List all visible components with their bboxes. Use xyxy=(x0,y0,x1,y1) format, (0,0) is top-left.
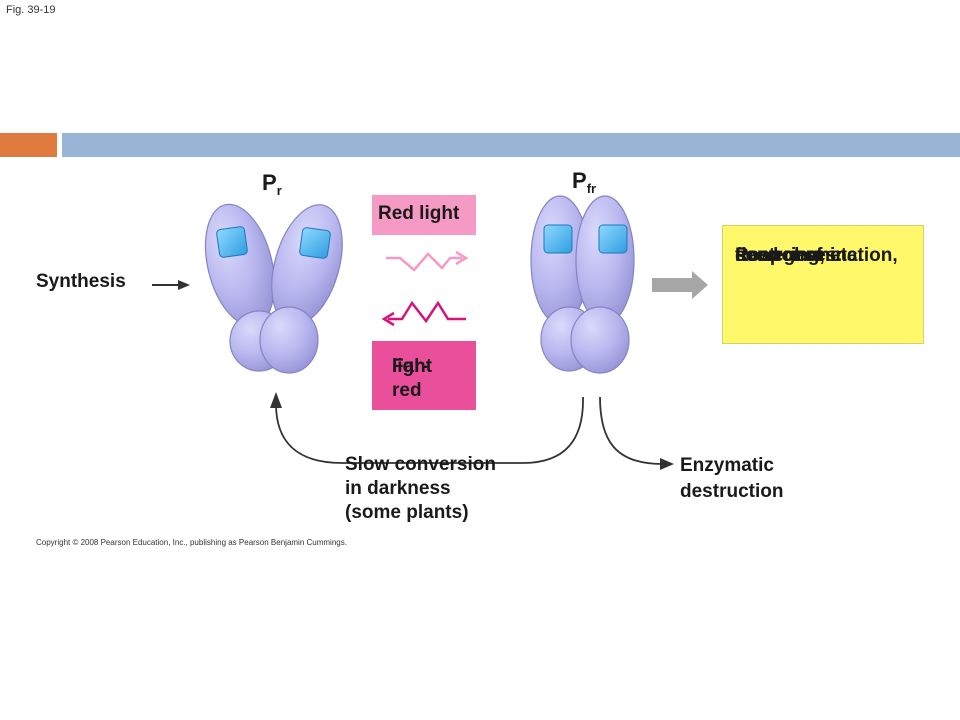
pr-protein xyxy=(204,203,343,374)
synthesis-arrow xyxy=(152,280,190,290)
enzymatic-destruction-label: Enzymatic destruction xyxy=(680,455,784,502)
pfr-protein xyxy=(530,195,635,374)
pr-chromophore-right xyxy=(299,227,331,259)
response-arrow xyxy=(652,271,708,299)
enzymatic-destruction-arrow xyxy=(599,396,674,470)
slow-conversion-label: Slow conversion in darkness (some plants… xyxy=(345,454,496,523)
responses-box: Responses: seed germination, control of … xyxy=(722,225,924,344)
pr-label: Pr xyxy=(262,170,282,198)
slow-conversion-arrow xyxy=(270,392,584,464)
red-light-wave-arrow xyxy=(386,250,469,272)
pfr-chromophore-right xyxy=(598,224,628,254)
pfr-label: Pfr xyxy=(572,168,597,196)
header-accent-bar xyxy=(0,133,57,157)
red-light-label: Red light xyxy=(378,203,460,224)
synthesis-label: Synthesis xyxy=(36,271,126,292)
far-red-wave-arrow xyxy=(381,300,466,327)
figure-label: Fig. 39-19 xyxy=(6,4,56,16)
pfr-chromophore-left xyxy=(543,224,573,254)
red-light-box: Red light xyxy=(372,195,476,235)
copyright-notice: Copyright © 2008 Pearson Education, Inc.… xyxy=(36,538,347,547)
pr-chromophore-left xyxy=(216,226,248,258)
header-title-bar xyxy=(62,133,960,157)
